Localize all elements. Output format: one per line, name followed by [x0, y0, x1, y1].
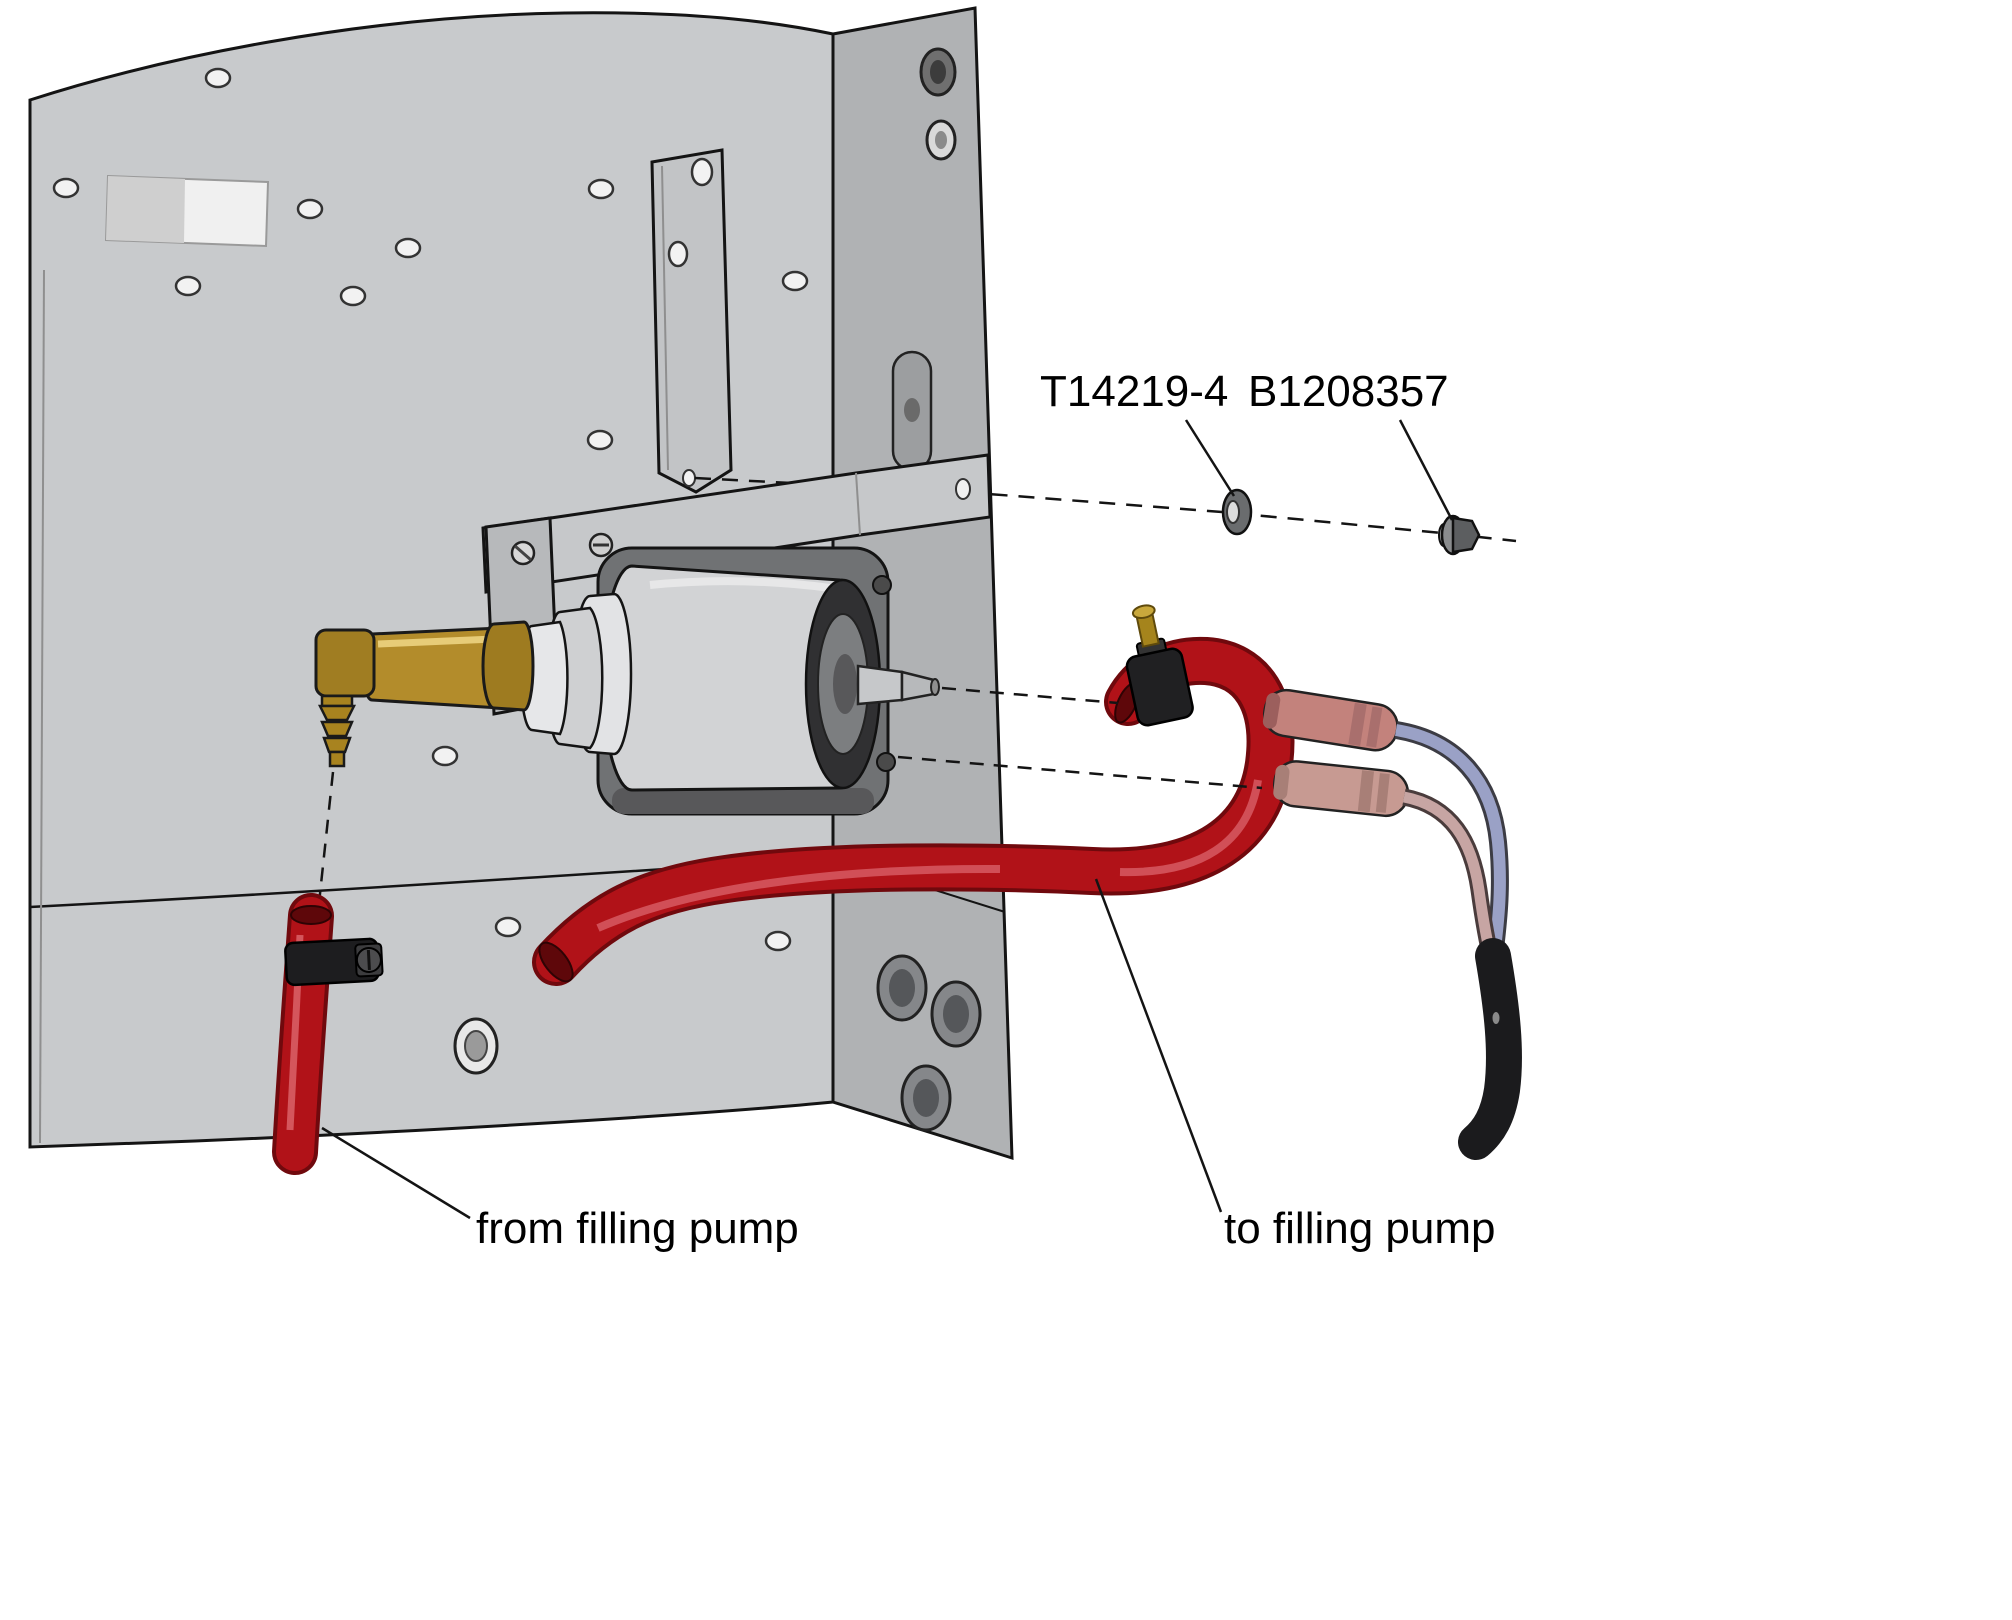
screw-hole [431, 745, 459, 767]
label-to-filling-pump: to filling pump [1224, 1204, 1495, 1253]
spade-connector-lower [1272, 760, 1410, 818]
screw-hole [174, 275, 202, 297]
panel-sticker [104, 174, 270, 248]
screw-hole [339, 285, 367, 307]
wire-blue [1394, 724, 1506, 959]
callout-labels: T14219-4 B1208357 from filling pump to f… [476, 367, 1495, 1253]
leader-bolt [1398, 419, 1454, 521]
barb-axis-dashed-line [317, 771, 335, 904]
brass-nut [481, 620, 535, 712]
screw-hole [296, 198, 324, 220]
leader-from-filling-pump [321, 1126, 471, 1220]
washer-part [1221, 488, 1253, 536]
brass-elbow [314, 628, 376, 698]
brass-valve [314, 620, 535, 768]
wires [1394, 721, 1522, 1160]
label-bolt: B1208357 [1248, 367, 1449, 416]
spade-connectors [1262, 688, 1410, 818]
side-face-holes [453, 47, 982, 1132]
screw-hole [587, 178, 615, 200]
screw-hole [586, 429, 614, 451]
leader-to-filling-pump [1094, 878, 1223, 1213]
screw-hole [781, 270, 809, 292]
leader-washer [1184, 419, 1236, 497]
terminal-axis-dashed-line [897, 755, 1263, 790]
label-washer: T14219-4 [1040, 367, 1228, 416]
hose-from-filling-pump [272, 893, 384, 1175]
screw-hole [394, 237, 422, 259]
screw-hole [494, 916, 522, 938]
pump-nozzle [856, 664, 904, 706]
hose-clamp [284, 937, 384, 987]
solenoid-pump [519, 532, 940, 816]
bolt-part [1438, 514, 1481, 556]
screw-hole [52, 177, 80, 199]
wire-sleeve [1458, 938, 1522, 1160]
panel-left-fold [39, 269, 45, 1144]
hose-to-filling-pump [532, 604, 1295, 986]
upper-bracket [650, 148, 733, 494]
screw-hole [204, 67, 232, 89]
hose-end-clamp [1125, 604, 1194, 727]
nozzle-axis-dashed-line [941, 686, 1119, 705]
spade-connector-upper [1262, 688, 1399, 752]
label-from-filling-pump: from filling pump [476, 1204, 799, 1253]
leader-lines [321, 419, 1454, 1220]
barb-fitting [317, 694, 357, 768]
screw-holes [52, 67, 809, 952]
screw-hole [764, 930, 792, 952]
